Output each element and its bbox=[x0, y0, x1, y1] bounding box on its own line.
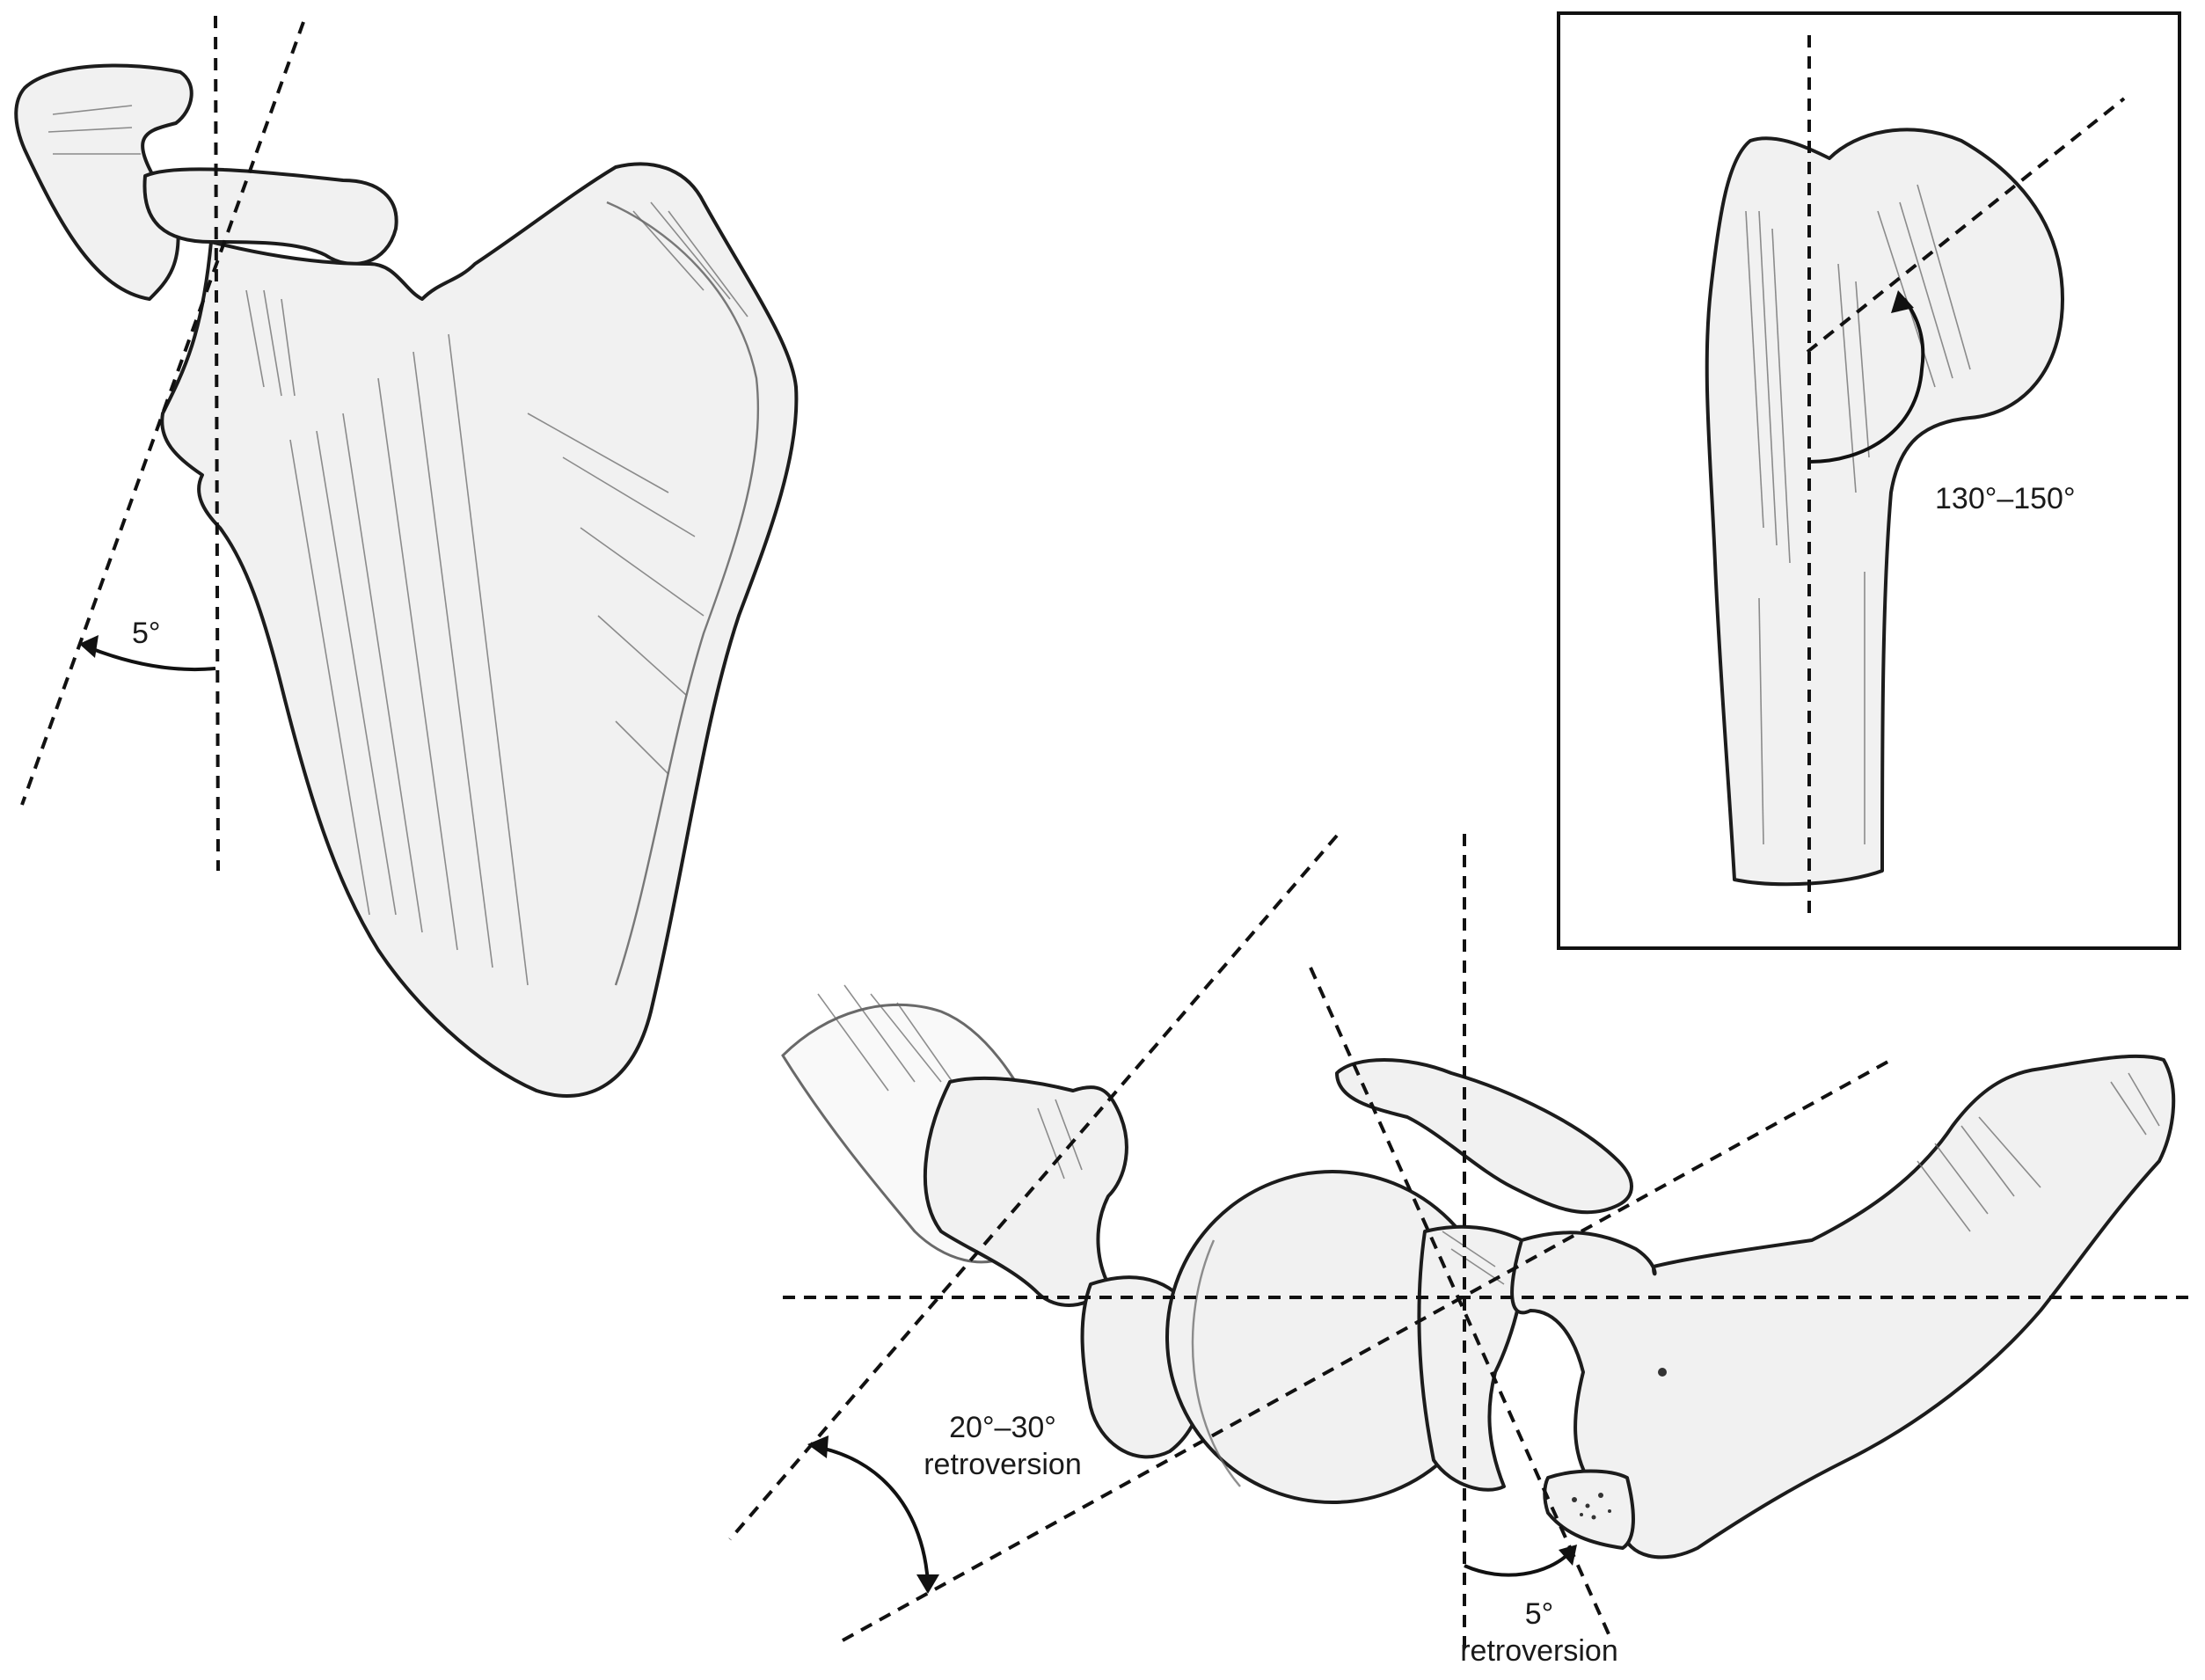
humeral-retroversion-arrowhead-bottom bbox=[916, 1574, 939, 1594]
glenoid-retroversion-word-label: retroversion bbox=[1407, 1633, 1671, 1669]
inset-angle-label: 130°–150° bbox=[1935, 481, 2076, 516]
humeral-retroversion-angle-label: 20°–30° bbox=[880, 1410, 1126, 1445]
scapula-angle-label: 5° bbox=[132, 616, 161, 651]
scapula-illustration bbox=[16, 16, 796, 1096]
humeral-retroversion-word-label: retroversion bbox=[880, 1447, 1126, 1482]
scapula-vertical-axis bbox=[215, 16, 218, 871]
glenoid-retroversion-angle-label: 5° bbox=[1407, 1596, 1671, 1632]
glenoid-retroversion-arrowhead bbox=[1559, 1545, 1577, 1566]
humerus-inset bbox=[1559, 13, 2179, 948]
superior-view-illustration bbox=[730, 834, 2190, 1654]
glenoid-retroversion-arc bbox=[1464, 1552, 1570, 1575]
